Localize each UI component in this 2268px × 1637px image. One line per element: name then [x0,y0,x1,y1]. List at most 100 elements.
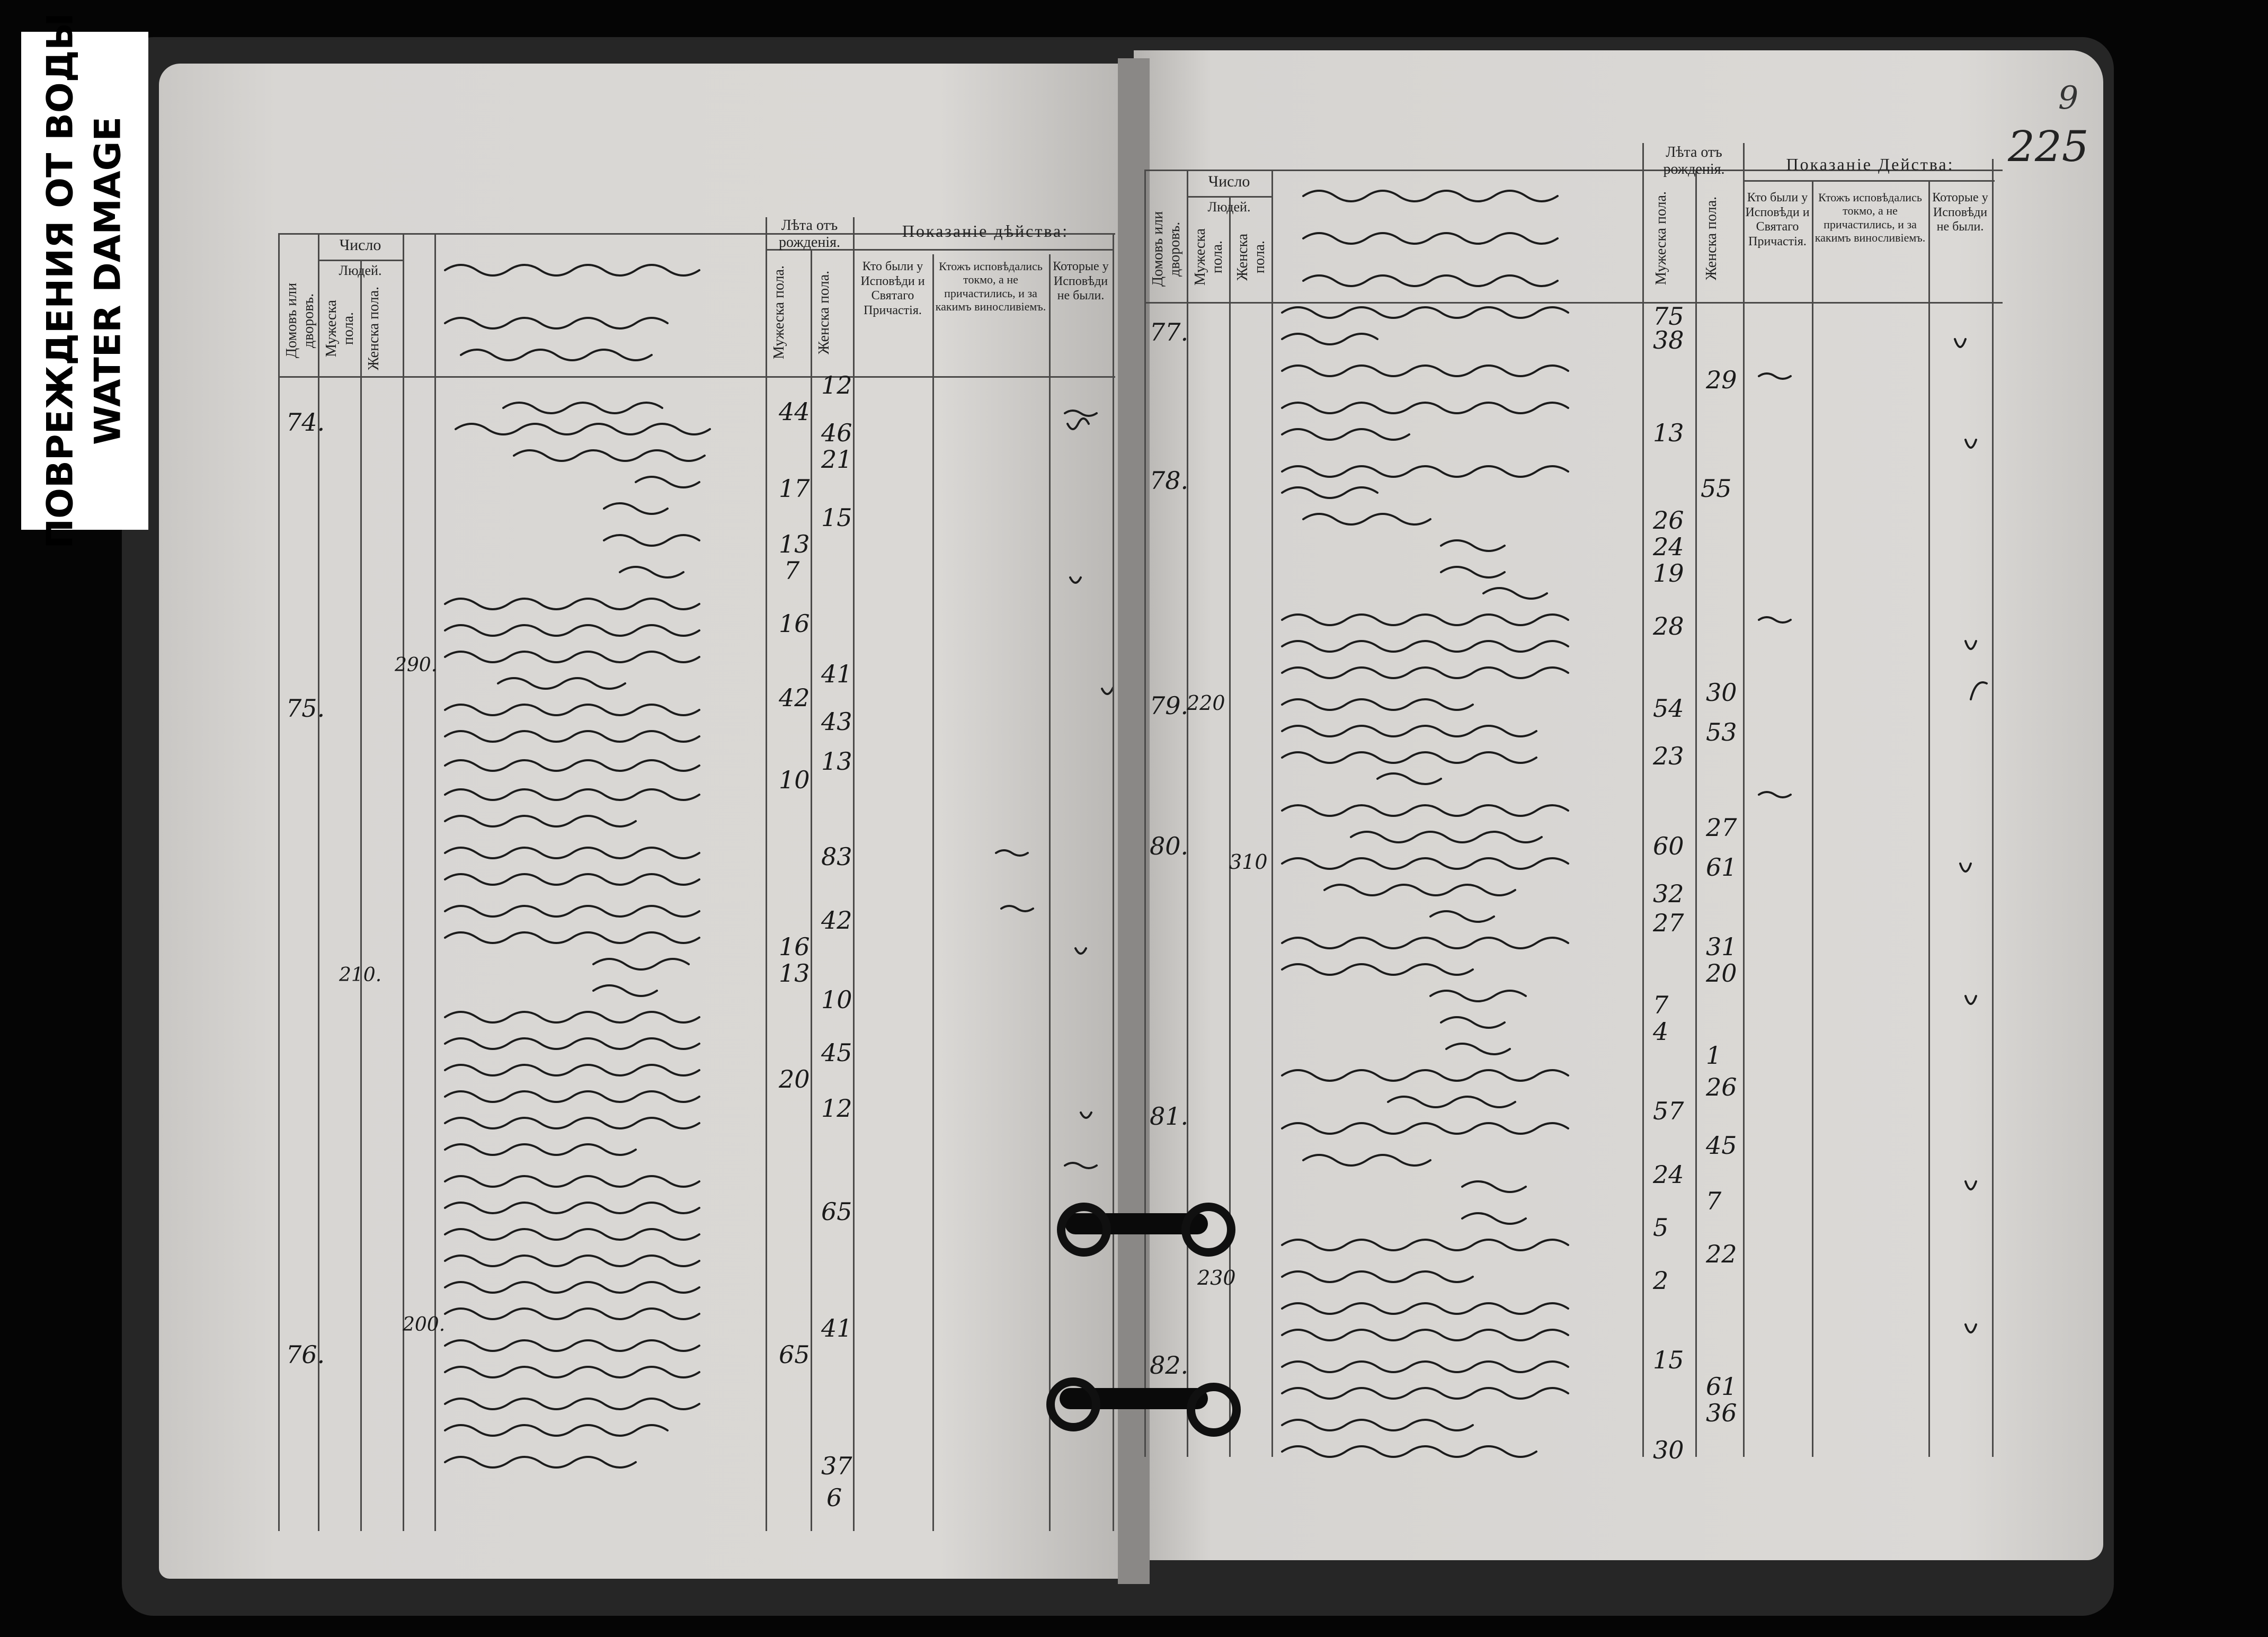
left-age: 21 [821,445,852,474]
left-age: 6 [826,1483,842,1512]
right-lyudey-header: Людей. [1207,199,1251,215]
right-age: 60 [1653,832,1684,860]
right-header-top-line [1144,170,2003,171]
right-leta-line [1642,170,1746,171]
left-age: 41 [821,1314,852,1342]
left-leta-muzh: Мужеска пола. [771,265,787,360]
left-age: 7 [784,556,800,585]
right-pokazanie-header: Показаніе Действа: [1786,155,1954,174]
right-age: 28 [1653,612,1684,640]
left-col-line [318,233,319,1531]
left-chislo-line [318,260,403,261]
right-age: 24 [1653,532,1684,561]
right-col-line [1229,196,1231,1457]
left-age: 65 [779,1340,810,1369]
right-domov-header: Домовъ или дворовъ. [1150,211,1184,287]
right-age: 57 [1653,1097,1684,1125]
left-house-number: 74. [286,408,325,437]
right-age: 61 [1706,853,1737,882]
right-leta-header: Лѣта отъ рожденія. [1663,144,1725,178]
stamp-line-russian: ПОВРЕЖДЕНИЯ ОТ ВОДЫ [40,13,82,549]
left-age: 12 [821,371,852,399]
left-age: 83 [821,842,852,871]
right-age: 27 [1653,909,1684,937]
left-age: 10 [779,766,810,794]
left-col1-header: Кто были у Исповѣди и Святаго Причастія. [860,260,925,317]
right-age: 30 [1706,678,1737,707]
right-col-line [1743,143,1745,1457]
right-col-line [1695,170,1697,1457]
left-age: 42 [821,906,852,935]
left-col-line [360,260,362,1531]
right-leta-muzh: Мужеска пола. [1653,191,1669,286]
left-house-number: 75. [286,694,325,723]
right-col-line [1271,170,1273,1457]
left-age: 20 [779,1065,810,1093]
right-age: 36 [1706,1399,1737,1427]
left-domov-header: Домовъ или дворовъ. [283,282,317,359]
right-house-number: 77. [1150,318,1189,346]
right-age: 55 [1701,474,1732,503]
left-age: 65 [821,1197,852,1226]
left-age: 16 [779,932,810,961]
binding-ring [1181,1203,1235,1257]
right-chislo-header: Число [1208,173,1250,190]
right-col-line [1812,180,1813,1457]
left-col-line [403,233,404,1531]
right-age: 61 [1706,1372,1737,1401]
right-age: 22 [1706,1240,1737,1268]
water-damage-stamp: ПОВРЕЖДЕНИЯ ОТ ВОДЫ WATER DAMAGE [21,13,148,549]
right-age: 7 [1706,1187,1722,1215]
left-age: 17 [779,474,810,503]
right-age: 15 [1653,1346,1684,1374]
right-total: 230 [1197,1266,1236,1289]
right-age: 29 [1706,366,1737,394]
right-col-line [1144,170,1146,1457]
right-age: 24 [1653,1160,1684,1189]
right-house-number: 78. [1150,466,1189,495]
left-age: 15 [821,503,852,532]
right-col-line [1642,143,1644,1457]
left-header-bottom-line [278,376,1115,378]
left-age: 16 [779,609,810,638]
right-age: 26 [1653,506,1684,535]
left-col3-header: Которые у Исповѣди не были. [1053,260,1109,303]
left-age: 37 [821,1452,852,1480]
left-lyudey-header: Людей. [339,263,382,278]
right-handwriting [1281,190,1569,1458]
right-age: 31 [1706,932,1737,961]
binding-ring [1187,1383,1241,1437]
left-age: 13 [821,747,852,776]
right-house-number: 81. [1150,1102,1189,1131]
left-col-line [278,233,280,1531]
left-age: 13 [779,530,810,558]
right-col2-header: Ктожъ исповѣдались токмо, а не причастил… [1815,191,1926,244]
left-header-top-line [278,233,1115,235]
left-muzh-header: Мужеска пола. [323,300,357,357]
water-damage-text: ПОВРЕЖДЕНИЯ ОТ ВОДЫ WATER DAMAGE [37,13,132,548]
left-age: 13 [779,959,810,987]
right-pokaz-line [1743,180,1995,182]
right-leta-zhen: Женска пола. [1703,196,1720,281]
right-house-number: 79. [1150,691,1189,720]
left-age: 44 [779,397,810,426]
left-col-line [811,249,812,1531]
right-zhen-header: Женска пола. [1234,233,1268,281]
right-house-number: 82. [1150,1351,1189,1380]
right-age: 7 [1653,991,1669,1019]
left-leta-zhen: Женска пола. [816,270,832,355]
right-age: 38 [1653,326,1684,354]
right-age: 20 [1706,959,1737,987]
left-zhen-header: Женска пола. [366,286,382,371]
right-age: 13 [1653,419,1684,447]
left-age: 10 [821,985,852,1014]
right-col1-header: Кто были у Исповѣди и Святаго Причастія. [1745,191,1810,248]
right-age: 23 [1653,742,1684,770]
left-col-line [1049,254,1051,1531]
right-col-line [1992,159,1994,1457]
stamp-line-english: WATER DAMAGE [87,117,129,445]
right-age: 4 [1653,1017,1669,1046]
left-col-line [932,254,934,1531]
right-age: 5 [1653,1213,1669,1242]
left-pokazanie-header: Показаніе дѣйства: [902,221,1069,241]
